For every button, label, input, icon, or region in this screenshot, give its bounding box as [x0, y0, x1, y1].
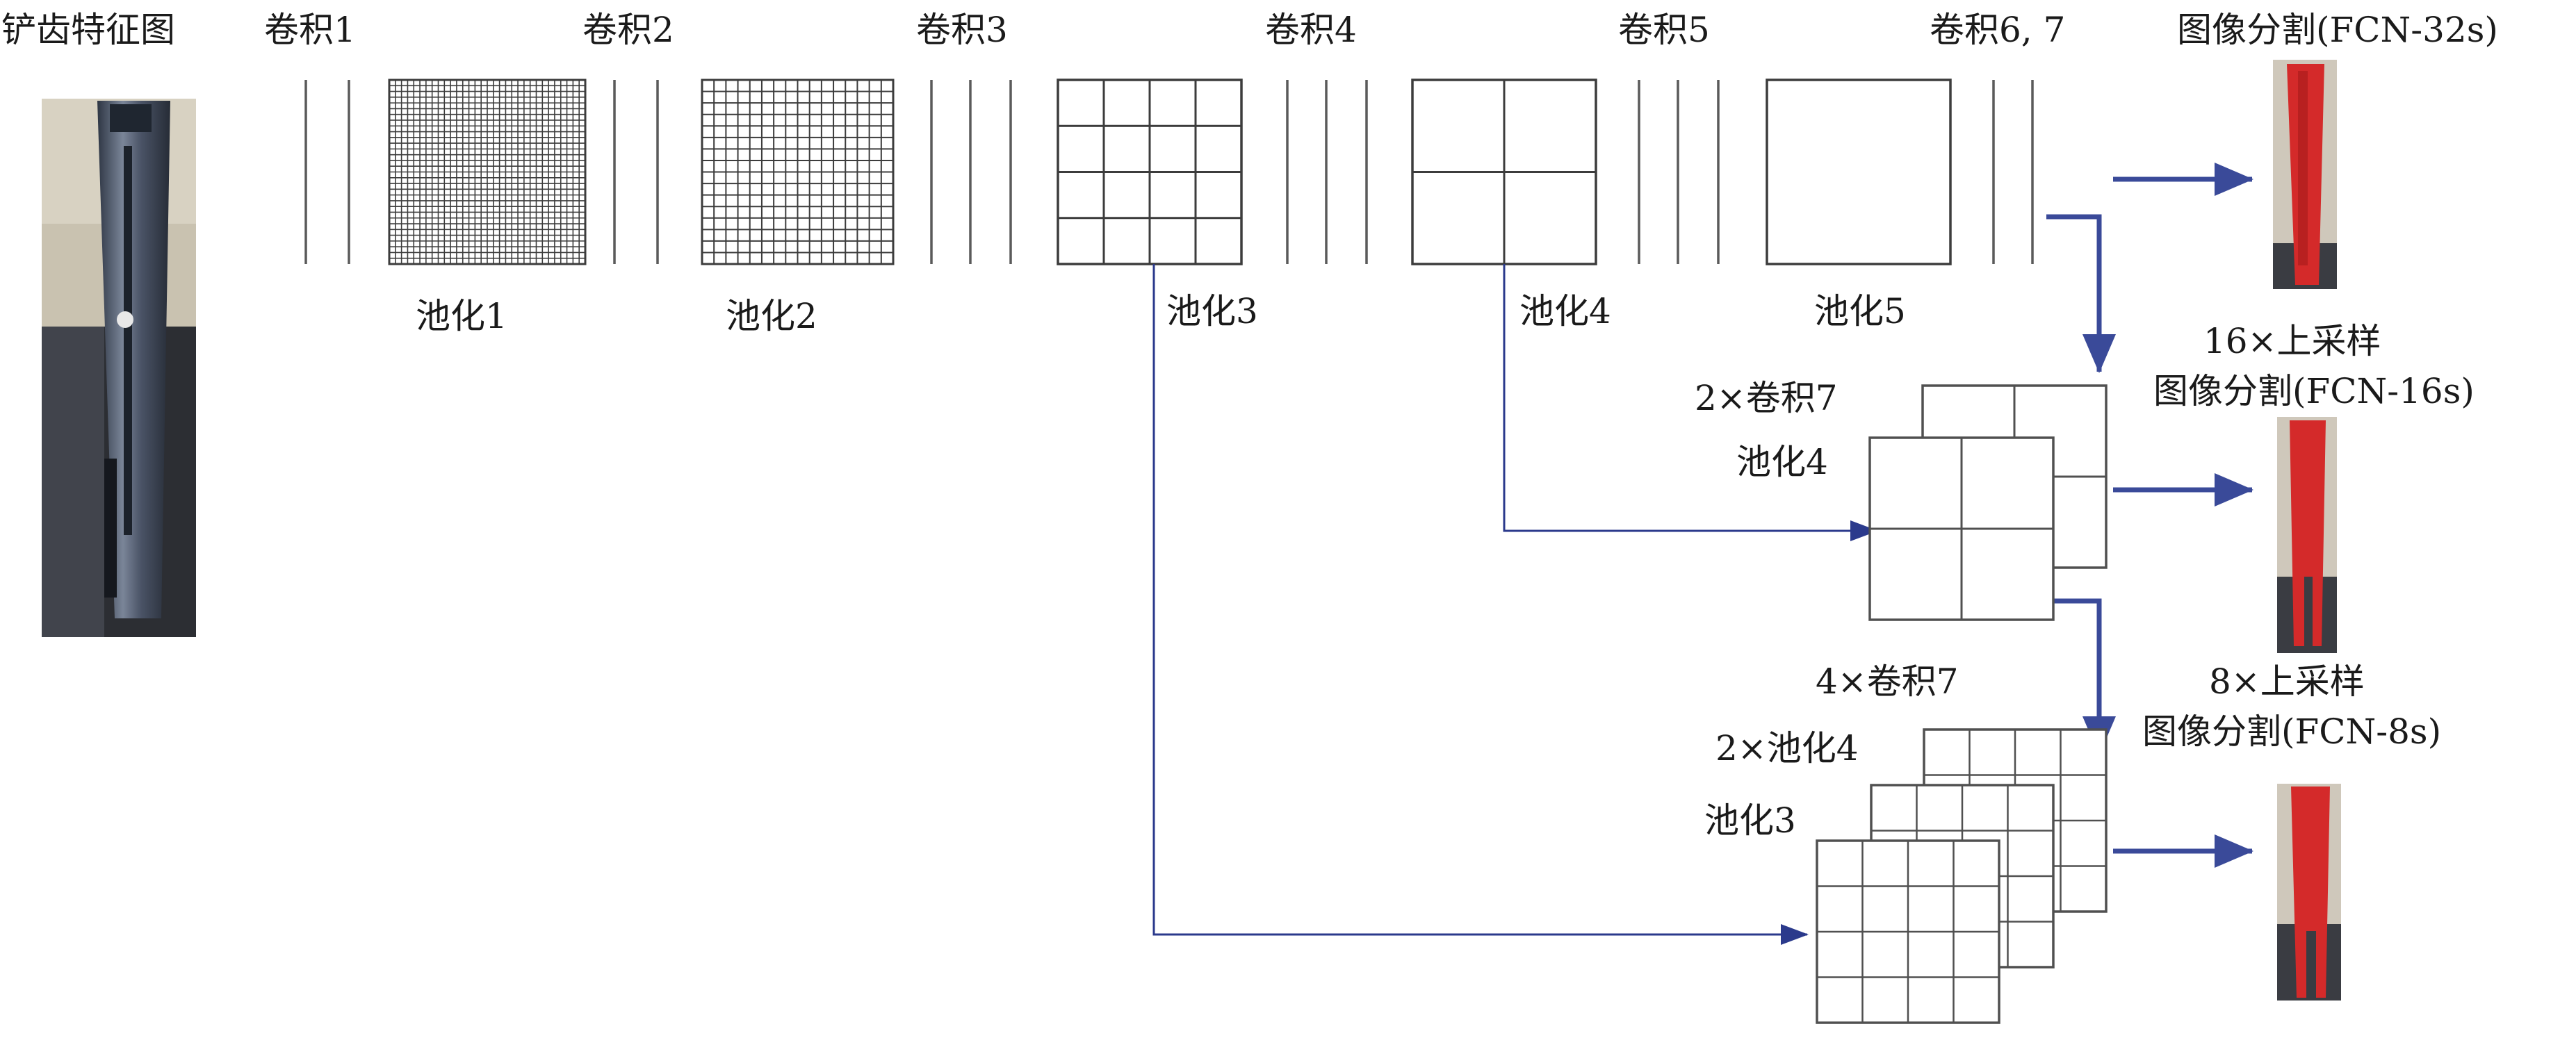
input-shovel-tooth-photo: [42, 99, 196, 637]
pool3-label: 池化3: [1166, 291, 1258, 331]
upsample-16x-label: 16×上采样: [2203, 321, 2381, 361]
conv6-7-label: 卷积6, 7: [1930, 10, 2065, 50]
conv5-label: 卷积5: [1618, 10, 1710, 50]
fcn32s-segmentation-image: [2273, 60, 2337, 289]
input-feature-map-title: 铲齿特征图: [1, 10, 175, 50]
conv3-label: 卷积3: [916, 10, 1008, 50]
pool-label-group: 池化1 池化2 池化3 池化4 池化5: [416, 291, 1906, 336]
fuse16-pool4-label: 池化4: [1736, 442, 1828, 482]
fcn16s-segmentation-image: [2277, 417, 2337, 653]
fuse16-conv7-2x-label: 2×卷积7: [1695, 378, 1838, 418]
fusion-grids: [1816, 384, 2108, 1024]
pool2-label: 池化2: [726, 296, 817, 336]
pool3-grid: [1057, 79, 1243, 265]
skip-pool3-arrow: [1152, 264, 1809, 945]
conv-layer-bars: [304, 80, 2034, 264]
pool1-grid: [388, 79, 587, 265]
pool5-label: 池化5: [1814, 291, 1906, 331]
fuse8-pool3-grid: [1816, 839, 2000, 1024]
skip-pool4-arrow: [1503, 264, 1878, 541]
fuse8-pool3-label: 池化3: [1704, 800, 1796, 841]
pool1-label: 池化1: [416, 296, 507, 336]
fuse8-pool4-2x-label: 2×池化4: [1715, 728, 1859, 768]
conv4-label: 卷积4: [1265, 10, 1357, 50]
fuse8-conv7-4x-label: 4×卷积7: [1816, 661, 1959, 702]
fcn8s-segmentation-image: [2277, 784, 2341, 1001]
pool4-grid: [1411, 79, 1597, 265]
conv1-label: 卷积1: [264, 10, 356, 50]
arrow-fuse16-down-8: [2048, 598, 2116, 755]
pool2-grid: [701, 79, 895, 265]
connector-arrows: [1152, 163, 2253, 945]
pool5-grid: [1766, 79, 1952, 265]
arrow-conv7-down-16: [2046, 214, 2116, 373]
conv-label-group: 卷积1 卷积2 卷积3 卷积4 卷积5 卷积6, 7: [264, 10, 2065, 50]
output-fcn8s-label: 图像分割(FCN-8s): [2142, 711, 2441, 752]
conv2-label: 卷积2: [582, 10, 674, 50]
pooling-grids: [388, 79, 1952, 265]
upsample-8x-label: 8×上采样: [2209, 661, 2365, 702]
fuse16-pool4-grid: [1868, 436, 2055, 621]
pool4-label: 池化4: [1519, 291, 1611, 331]
output-fcn32s-label: 图像分割(FCN-32s): [2177, 10, 2498, 50]
output-fcn16s-label: 图像分割(FCN-16s): [2153, 371, 2475, 411]
